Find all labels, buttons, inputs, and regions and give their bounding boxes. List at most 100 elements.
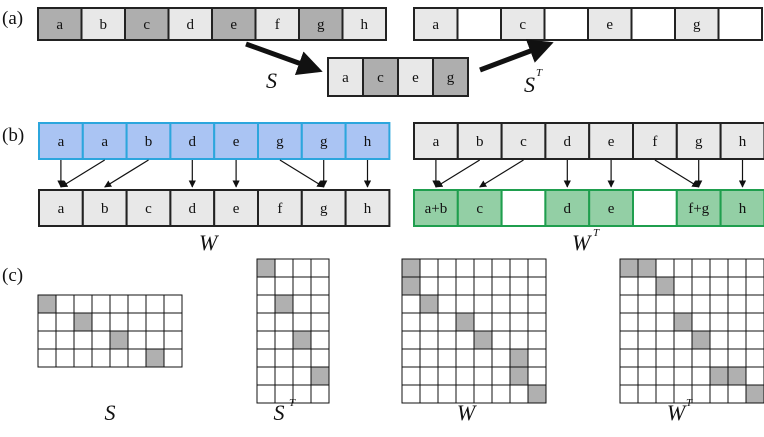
a-mid-cell-label-1: c [377,70,384,86]
matrix-1-cell [274,330,294,350]
a-right-cell-label-4: e [606,17,613,33]
b-right-bottom-cell-label-4: e [608,201,615,217]
label-s-a: S [266,68,277,93]
matrix-2-cell [419,366,439,386]
matrix-3-cell [691,276,711,296]
matrix-0-cell [91,294,111,314]
b-left-top-cell-label-5: g [276,134,284,150]
matrix-1-cell [292,276,312,296]
b-right-arrow-5 [654,159,700,188]
matrix-3-cell [655,330,675,350]
matrix-2-cell [437,294,457,314]
matrix-3-cell [637,384,657,404]
b-left-top-cell-label-0: a [58,134,65,150]
b-right-top-cell-label-3: d [564,134,572,150]
b-left-bottom-cell-label-0: a [58,201,65,217]
a-left-cell-label-4: e [230,17,237,33]
matrix-2-cell [401,276,421,296]
a-left-cell-6 [298,7,344,41]
b-left-top-cell-7 [344,122,391,160]
matrix-1-label-sup: T [289,397,296,409]
matrix-3-cell [745,366,764,386]
matrix-1-cell [310,384,330,404]
matrix-1-cell [256,294,276,314]
b-left-bottom-cell-label-4: e [233,201,240,217]
matrix-3-cell [619,384,639,404]
matrix-3-cell [691,366,711,386]
a-left-cell-label-7: h [361,17,369,33]
a-left-cell-label-3: d [187,17,195,33]
b-right-bottom-cell-0 [413,189,459,227]
b-right-top-cell-label-7: h [739,134,747,150]
b-left-top-cell-label-2: b [145,134,153,150]
matrix-0-cell [127,294,147,314]
b-left-bottom-cell-7 [344,189,391,227]
matrix-2-cell [527,348,547,368]
a-left-cell-7 [341,7,387,41]
matrix-2-cell [509,294,529,314]
b-left-bottom-cell-label-3: d [189,201,197,217]
matrix-3-cell [709,312,729,332]
matrix-3-cell [673,366,693,386]
matrix-3-cell [637,276,657,296]
a-right-cell-0 [413,7,459,41]
matrix-2-cell [455,330,475,350]
matrix-3-cell [673,294,693,314]
matrix-2-cell [527,258,547,278]
matrix-2-cell [419,312,439,332]
matrix-1-cell [256,366,276,386]
a-left-cell-4 [211,7,257,41]
matrix-2-cell [491,348,511,368]
a-left-cell-1 [80,7,126,41]
matrix-2-cell [491,366,511,386]
a-right-cell-1 [456,7,502,41]
matrix-2-cell [437,312,457,332]
matrix-3-cell [745,348,764,368]
a-left-cell-label-2: c [143,17,150,33]
matrix-3-cell [691,312,711,332]
arrow-st [479,39,554,73]
b-right-bottom-cell-5 [632,189,678,227]
matrix-1-cell [310,276,330,296]
b-right-top-cell-label-5: f [652,134,657,150]
matrix-1-cell [292,366,312,386]
b-right-top-cell-label-4: e [608,134,615,150]
panel-label-c: (c) [2,265,23,286]
matrix-2-cell [491,258,511,278]
matrix-2-cell [455,366,475,386]
matrix-3-cell [673,312,693,332]
matrix-3-cell [709,276,729,296]
matrix-2-cell [401,258,421,278]
matrix-1-cell [292,348,312,368]
matrix-1-cell [256,276,276,296]
matrix-3-cell [745,312,764,332]
matrix-2-cell [455,258,475,278]
matrix-3-cell [673,348,693,368]
b-right-bottom-cell-6 [675,189,722,227]
b-right-arrow-2 [479,159,524,188]
matrix-0-cell [163,312,183,332]
matrix-3-cell [727,348,747,368]
matrix-2-cell [473,366,493,386]
matrix-3-cell [745,258,764,278]
b-left-top-cell-label-6: g [320,134,328,150]
matrix-3-cell [727,294,747,314]
matrix-3-cell [709,294,729,314]
b-left-bottom-cell-4 [213,189,259,227]
label-wt-b: W [572,230,592,255]
a-right-cell-5 [630,7,676,41]
matrix-0-cell [73,294,93,314]
matrix-3-cell [655,258,675,278]
matrix-2-cell [473,276,493,296]
matrix-0-cell [73,312,93,332]
matrix-0-cell [127,330,147,350]
matrix-3-cell [691,258,711,278]
matrix-2-cell [419,384,439,404]
matrix-3-cell [727,276,747,296]
b-right-bottom-cell-label-1: c [476,201,483,217]
